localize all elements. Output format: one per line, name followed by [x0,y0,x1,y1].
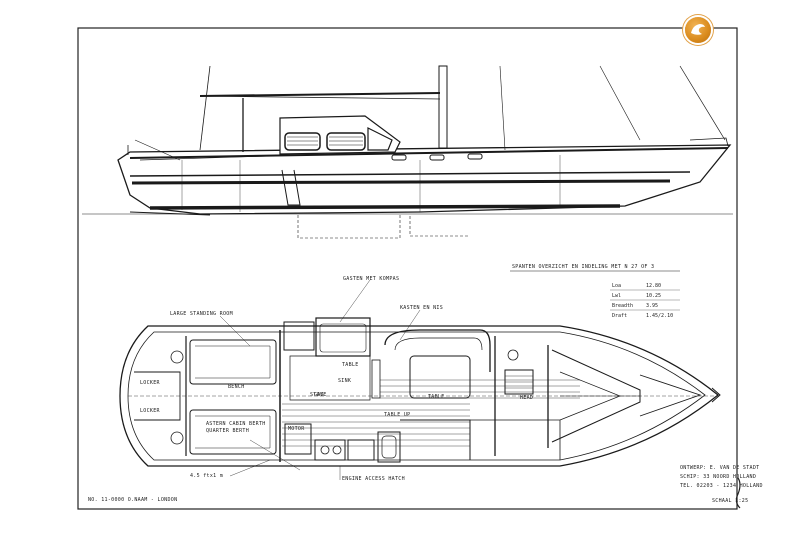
label-chart-table: TABLE [342,362,359,368]
label-galley-sink: SINK [338,378,352,384]
spec-row-loa: Loa 12.80 [612,283,661,289]
spec-value: 1.45/2.10 [646,313,674,319]
label-bench: BENCH [228,384,245,390]
drawing-frame [77,27,738,510]
label-gas: GAS [314,392,324,398]
mast [438,65,448,149]
label-engine-hatch: ENGINE ACCESS HATCH [342,476,405,482]
profile-view [82,65,733,239]
plan-view [119,270,721,480]
signature-mark [735,477,741,509]
spec-label: Loa [612,283,622,289]
footer-left-text: NO. 11-0000 O.NAAM - LONDON [88,497,178,503]
spec-value: 10.25 [646,293,662,299]
spec-value: 12.80 [646,283,662,289]
label-locker-lower: LOCKER [140,408,160,414]
footer-right-line-2: SCHIP: 33 NOORD HOLLAND [680,474,757,480]
footer-right-line-3: TEL. 02203 - 1234 HOLLAND [680,483,763,489]
label-aft-berth-top: LARGE STANDING ROOM [170,311,233,317]
label-dimension: 4.5 ftx1 m [190,473,224,479]
label-quarter-berth: QUARTER BERTH [206,428,250,434]
footer-right-line-4: SCHAAL 1:25 [712,498,749,504]
label-forward-top: KASTEN EN NIS [400,305,444,311]
label-table-up: TABLE UP [384,412,411,418]
label-compass: GASTEN MET KOMPAS [343,276,400,282]
spec-row-draft: Draft 1.45/2.10 [612,313,673,319]
label-saloon-table: TABLE [428,394,445,400]
dolphin-icon [691,24,705,35]
forestay [679,65,726,141]
boom [199,92,441,97]
label-engine: MOTOR [288,426,305,432]
brand-logo [685,17,711,43]
label-galley-stove: STOVE [310,392,327,398]
spec-row-breadth: Breadth 3.95 [612,303,658,309]
label-aft-lower: ASTERN CABIN BERTH [206,421,266,427]
boot-stripe [131,179,671,185]
spec-label: Draft [612,313,628,319]
label-head: HEAD [520,395,534,401]
spec-label: Lwl [612,293,622,299]
label-locker-upper: LOCKER [140,380,160,386]
spec-value: 3.95 [646,303,659,309]
spec-label: Breadth [612,303,634,309]
spec-row-lwl: Lwl 10.25 [612,293,661,299]
hull-outline [117,144,732,215]
drawing-title-note: SPANTEN OVERZICHT EN INDELING MET N 27 O… [512,264,655,270]
footer-right-line-1: ONTWERP: E. VAN DE STADT [680,465,760,471]
